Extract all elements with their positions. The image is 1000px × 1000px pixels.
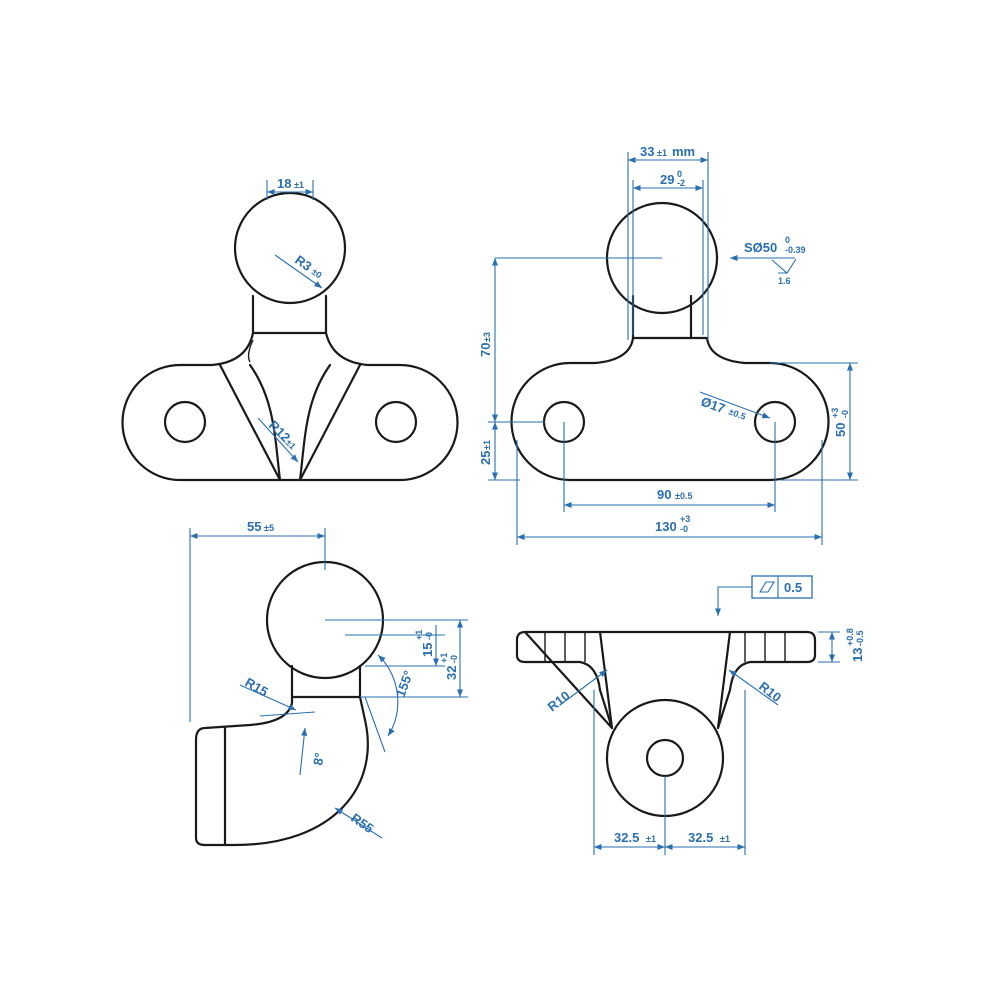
- mount-hole-right: [374, 400, 418, 444]
- dim-label: 90: [657, 487, 671, 502]
- svg-text:+1: +1: [414, 630, 424, 640]
- svg-text:-0: -0: [449, 655, 459, 663]
- svg-text:±3: ±3: [482, 332, 492, 342]
- dim-sphere-diameter: SØ50 0 -0.39 1.6: [730, 235, 806, 286]
- dim-label: 32.5: [614, 830, 639, 845]
- dim-label: 8°: [310, 752, 327, 767]
- dim-neck-width-side: 29 0 -2: [632, 169, 704, 335]
- bottom-view: 0.5 13 +0.8 -0.5 R10 R10 32: [515, 575, 865, 855]
- ball-neck: [290, 664, 362, 699]
- svg-text:±1: ±1: [720, 834, 730, 844]
- dim-label: R3: [292, 252, 314, 274]
- svg-text:-0.39: -0.39: [785, 245, 806, 255]
- dim-offset: 55 ±5: [189, 519, 326, 722]
- mount-hole-left: [163, 400, 207, 444]
- svg-text:-2: -2: [677, 178, 685, 188]
- svg-text:mm: mm: [672, 144, 695, 159]
- surface-roughness: 1.6: [778, 276, 791, 286]
- svg-text:±1: ±1: [657, 148, 667, 158]
- dim-label: 13: [850, 648, 865, 662]
- dim-label: 0.5: [784, 580, 802, 595]
- svg-text:±5: ±5: [264, 523, 274, 533]
- dim-label: R10: [545, 688, 573, 715]
- dim-angle: 155°: [364, 654, 416, 753]
- svg-text:-0: -0: [424, 632, 434, 640]
- ball-outline: [233, 191, 347, 305]
- svg-text:-0: -0: [840, 410, 850, 418]
- profile-view: 55 ±5 15 +1 -0 32 +1 -0 155°: [189, 519, 468, 847]
- svg-text:+1: +1: [439, 653, 449, 663]
- hook-body-outline: [194, 695, 369, 847]
- dim-bend-radius: R55: [334, 807, 383, 839]
- dim-label: 25: [478, 451, 493, 465]
- svg-text:±0: ±0: [310, 266, 324, 280]
- dim-label: 50: [833, 423, 848, 437]
- base-plate-outline: [510, 336, 830, 482]
- dim-label: 70: [478, 343, 493, 357]
- dim-label: 32.5: [688, 830, 713, 845]
- dim-hole-diameter: Ø17 ±0.5: [699, 391, 771, 422]
- base-plate-outline: [121, 331, 459, 482]
- svg-text:+3: +3: [680, 514, 690, 524]
- ball-neck: [251, 294, 328, 335]
- svg-text:0: 0: [677, 169, 682, 179]
- dim-ball-width-front: 18 ±1: [266, 176, 314, 200]
- flange-outline: [515, 630, 817, 730]
- dim-label: SØ50: [744, 240, 777, 255]
- dim-label: 130: [655, 519, 677, 534]
- dim-label: 32: [444, 666, 459, 680]
- dim-label: 18: [277, 176, 291, 191]
- dim-flange-thickness: 13 +0.8 -0.5: [818, 628, 865, 663]
- flatness-tolerance-box: 0.5: [714, 575, 813, 616]
- dim-neck-height: 15 +1 -0: [345, 625, 445, 667]
- svg-text:±1: ±1: [646, 834, 656, 844]
- svg-text:-0: -0: [680, 524, 688, 534]
- center-hole: [645, 738, 685, 778]
- front-view: 18 ±1 R3 ±0 R12 ±1: [121, 176, 459, 482]
- dim-hole-spacing: 90 ±0.5: [563, 422, 776, 512]
- dim-fillet-right: R10: [728, 669, 784, 706]
- dim-label: 155°: [393, 669, 416, 699]
- dim-label: 33: [640, 144, 654, 159]
- dim-base-height: 25 ±1: [478, 422, 520, 481]
- dim-total-height: 70 ±3: [478, 257, 600, 423]
- dim-label: 15: [420, 643, 435, 657]
- dim-label: R10: [756, 679, 784, 706]
- dim-label: 55: [247, 519, 261, 534]
- svg-text:±0.5: ±0.5: [675, 491, 692, 501]
- dim-plate-height: 50 +3 -0: [770, 362, 858, 481]
- dim-ball-radius: R3 ±0: [274, 252, 324, 289]
- dim-ball-width-side: 33 ±1 mm: [627, 144, 709, 340]
- dim-tilt: 8°: [299, 727, 327, 776]
- dim-label: Ø17: [699, 394, 727, 417]
- side-view: 33 ±1 mm 29 0 -2 SØ50 0 -0.39 1.6 70: [478, 144, 858, 545]
- svg-text:+3: +3: [830, 408, 840, 418]
- svg-text:+0.8: +0.8: [845, 628, 855, 646]
- dim-plate-length: 130 +3 -0: [516, 440, 823, 545]
- svg-text:±1: ±1: [294, 180, 304, 190]
- dim-label: R15: [243, 675, 271, 700]
- dim-fillet-left: R10: [545, 669, 608, 715]
- dim-fillet-small: R15: [239, 675, 316, 717]
- svg-text:-0.5: -0.5: [855, 630, 865, 646]
- dim-label: 29: [660, 172, 674, 187]
- svg-text:0: 0: [785, 235, 790, 245]
- dim-center-offsets: 32.5 ±1 32.5 ±1: [593, 690, 746, 855]
- svg-text:±1: ±1: [482, 440, 492, 450]
